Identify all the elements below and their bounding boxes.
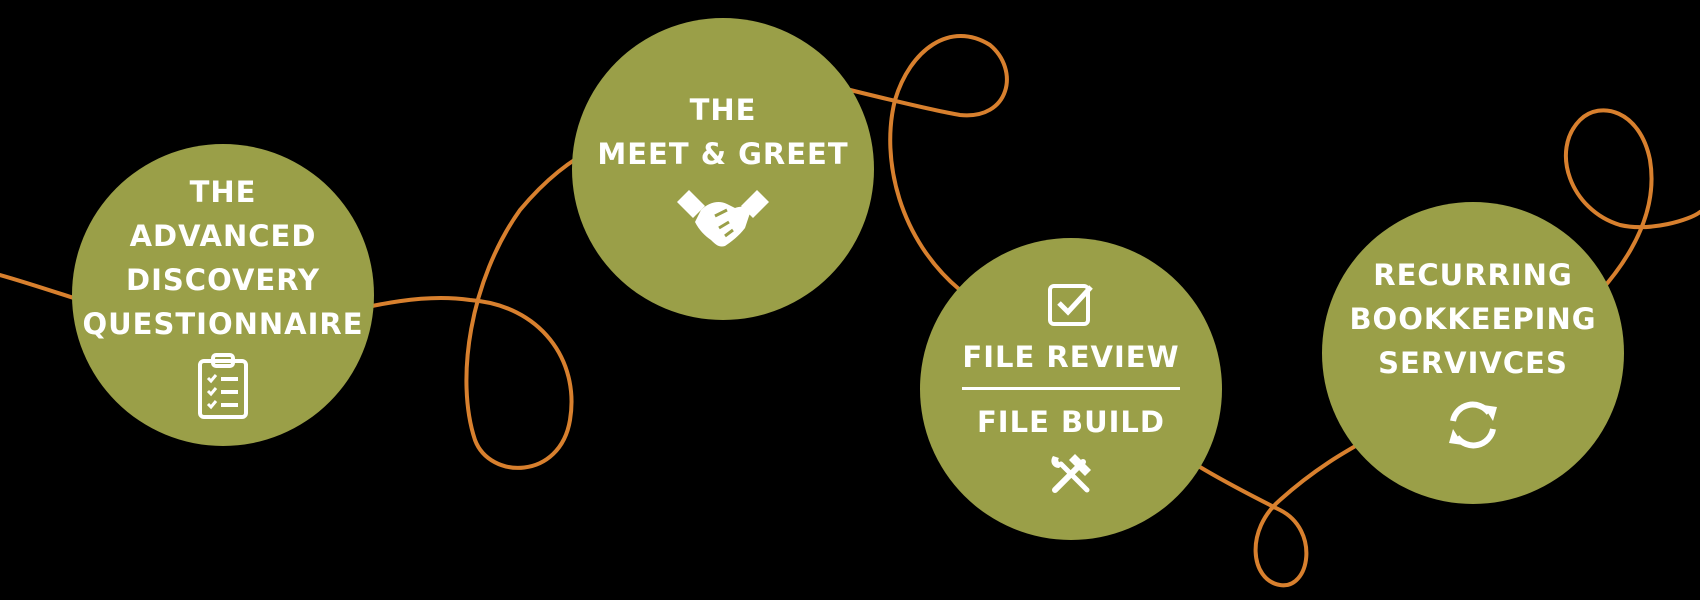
refresh-icon xyxy=(1449,401,1497,449)
step-4-line-1: RECURRING xyxy=(1373,258,1573,292)
step-meet-and-greet: THE MEET & GREET xyxy=(572,18,874,320)
handshake-icon xyxy=(677,190,769,247)
step-advanced-discovery-questionnaire: THE ADVANCED DISCOVERY QUESTIONNAIRE xyxy=(72,144,374,446)
step-3-bottom-line: FILE BUILD xyxy=(977,404,1165,439)
step-1-line-3: DISCOVERY xyxy=(126,263,320,297)
step-file-review-file-build: FILE REVIEW FILE BUILD xyxy=(920,238,1222,540)
step-4-line-2: BOOKKEEPING xyxy=(1349,302,1597,336)
clipboard-checklist-icon xyxy=(198,353,248,419)
hammer-wrench-icon xyxy=(1051,453,1091,493)
step-3-top-line: FILE REVIEW xyxy=(962,339,1180,374)
step-1-line-1: THE xyxy=(189,175,257,209)
step-3-divider xyxy=(962,386,1180,390)
step-2-line-2: MEET & GREET xyxy=(597,137,849,171)
step-1-line-4: QUESTIONNAIRE xyxy=(82,307,364,341)
step-recurring-bookkeeping-services: RECURRING BOOKKEEPING SERVIVCES xyxy=(1322,202,1624,504)
step-1-line-2: ADVANCED xyxy=(129,219,317,253)
step-2-line-1: THE xyxy=(689,93,757,127)
step-4-line-3: SERVIVCES xyxy=(1378,346,1568,380)
checkbox-icon xyxy=(1048,283,1093,326)
